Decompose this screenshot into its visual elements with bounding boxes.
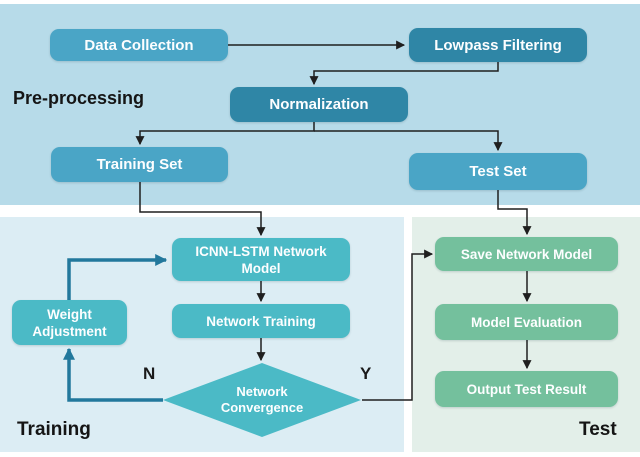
node-label: Network Training bbox=[206, 313, 316, 329]
node-label: Output Test Result bbox=[466, 381, 587, 397]
edge-weightadjustment-icnn bbox=[67, 254, 168, 300]
node-label: Weight Adjustment bbox=[32, 306, 107, 339]
node-training-set: Training Set bbox=[51, 147, 228, 182]
node-model-evaluation: Model Evaluation bbox=[435, 304, 618, 340]
edge-convergence-savemodel-yes bbox=[362, 249, 434, 401]
edge-trainingset-icnn bbox=[139, 182, 266, 237]
preprocessing-section-label: Pre-processing bbox=[13, 88, 145, 108]
teal-loop-connector-group bbox=[63, 254, 168, 402]
node-save-network-model: Save Network Model bbox=[435, 237, 618, 271]
edge-normalization-testset bbox=[314, 130, 503, 152]
node-network-training: Network Training bbox=[172, 304, 350, 338]
node-label: Lowpass Filtering bbox=[434, 36, 562, 54]
node-output-test-result: Output Test Result bbox=[435, 371, 618, 407]
black-connector-group bbox=[135, 40, 532, 401]
edge-lowpass-normalization bbox=[309, 62, 499, 86]
test-section-label: Test bbox=[579, 419, 617, 440]
branch-label-no: N bbox=[143, 364, 156, 383]
node-normalization: Normalization bbox=[230, 87, 408, 122]
branch-label-yes: Y bbox=[360, 364, 372, 383]
node-test-set: Test Set bbox=[409, 153, 587, 190]
node-data-collection: Data Collection bbox=[50, 29, 228, 61]
node-label: Save Network Model bbox=[460, 246, 593, 262]
node-label: Test Set bbox=[469, 163, 527, 180]
training-section-label: Training bbox=[17, 419, 91, 440]
edge-normalization-trainingset bbox=[135, 122, 315, 146]
edge-convergence-weightadjustment-no bbox=[63, 347, 163, 402]
edge-testset-savemodel bbox=[497, 190, 532, 236]
node-lowpass-filtering: Lowpass Filtering bbox=[409, 28, 587, 62]
node-icnn-lstm-network-model: ICNN-LSTM Network Model bbox=[172, 238, 350, 281]
node-label: ICNN-LSTM Network Model bbox=[195, 243, 327, 276]
node-label: Network Convergence bbox=[220, 384, 304, 415]
node-label: Normalization bbox=[269, 96, 369, 113]
node-weight-adjustment: Weight Adjustment bbox=[12, 300, 127, 345]
node-label: Model Evaluation bbox=[470, 314, 582, 330]
node-label: Data Collection bbox=[84, 36, 194, 54]
node-label: Training Set bbox=[96, 156, 183, 173]
